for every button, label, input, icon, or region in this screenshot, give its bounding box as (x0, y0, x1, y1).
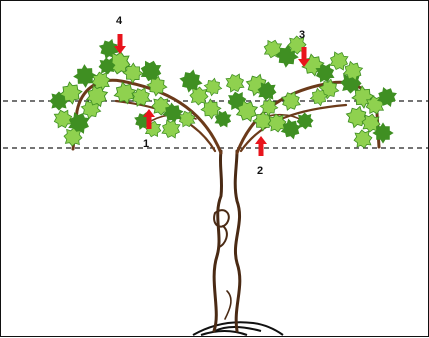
vine-leaf (296, 112, 314, 130)
marker-4-arrow (114, 34, 126, 54)
foliage (49, 35, 400, 150)
marker-1-arrow (143, 109, 155, 129)
marker-2-arrow (255, 136, 267, 156)
vine-trunk (212, 149, 242, 333)
marker-4-label: 4 (116, 15, 123, 27)
ground (192, 321, 284, 336)
marker-3-label: 3 (299, 29, 305, 41)
marker-2-label: 2 (257, 165, 263, 177)
vine-leaf (223, 71, 247, 95)
vine-leaf (158, 116, 184, 142)
marker-3-arrow (298, 47, 310, 67)
marker-1-label: 1 (143, 138, 149, 150)
